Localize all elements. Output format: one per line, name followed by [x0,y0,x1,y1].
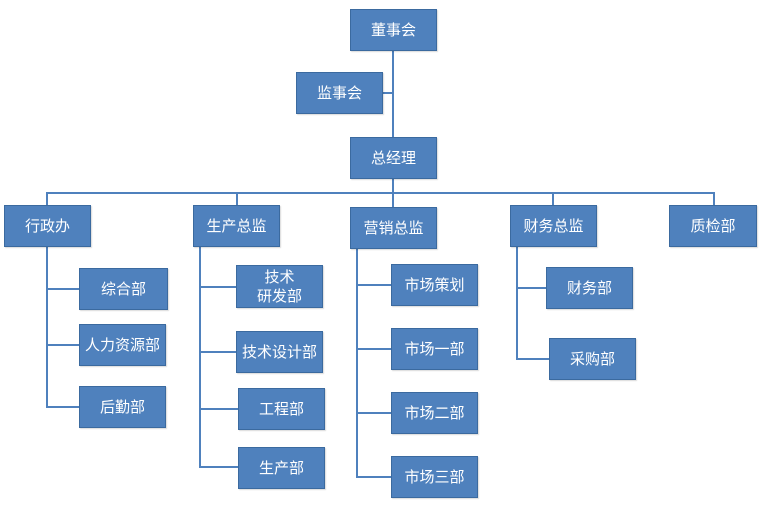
node-quality-inspection: 质检部 [669,205,757,247]
node-tech-rnd: 技术 研发部 [236,265,323,308]
node-logistics: 后勤部 [79,386,166,428]
node-market-planning: 市场策划 [391,264,478,306]
node-tech-design: 技术设计部 [236,331,323,373]
node-general-manager: 总经理 [350,137,437,179]
node-market-dept-1: 市场一部 [391,328,478,370]
node-market-dept-2: 市场二部 [391,392,478,434]
node-general-affairs: 综合部 [79,268,168,310]
node-human-resources: 人力资源部 [79,324,166,366]
node-production-director: 生产总监 [193,205,280,247]
node-admin-office: 行政办 [4,205,91,247]
node-market-dept-3: 市场三部 [391,456,478,498]
node-engineering: 工程部 [238,388,325,430]
node-procurement: 采购部 [549,338,636,380]
node-marketing-director: 营销总监 [350,207,437,249]
node-board: 董事会 [350,9,437,51]
node-production: 生产部 [238,447,325,489]
node-finance: 财务部 [546,267,633,309]
node-finance-director: 财务总监 [510,205,597,247]
node-supervisors: 监事会 [296,72,383,114]
